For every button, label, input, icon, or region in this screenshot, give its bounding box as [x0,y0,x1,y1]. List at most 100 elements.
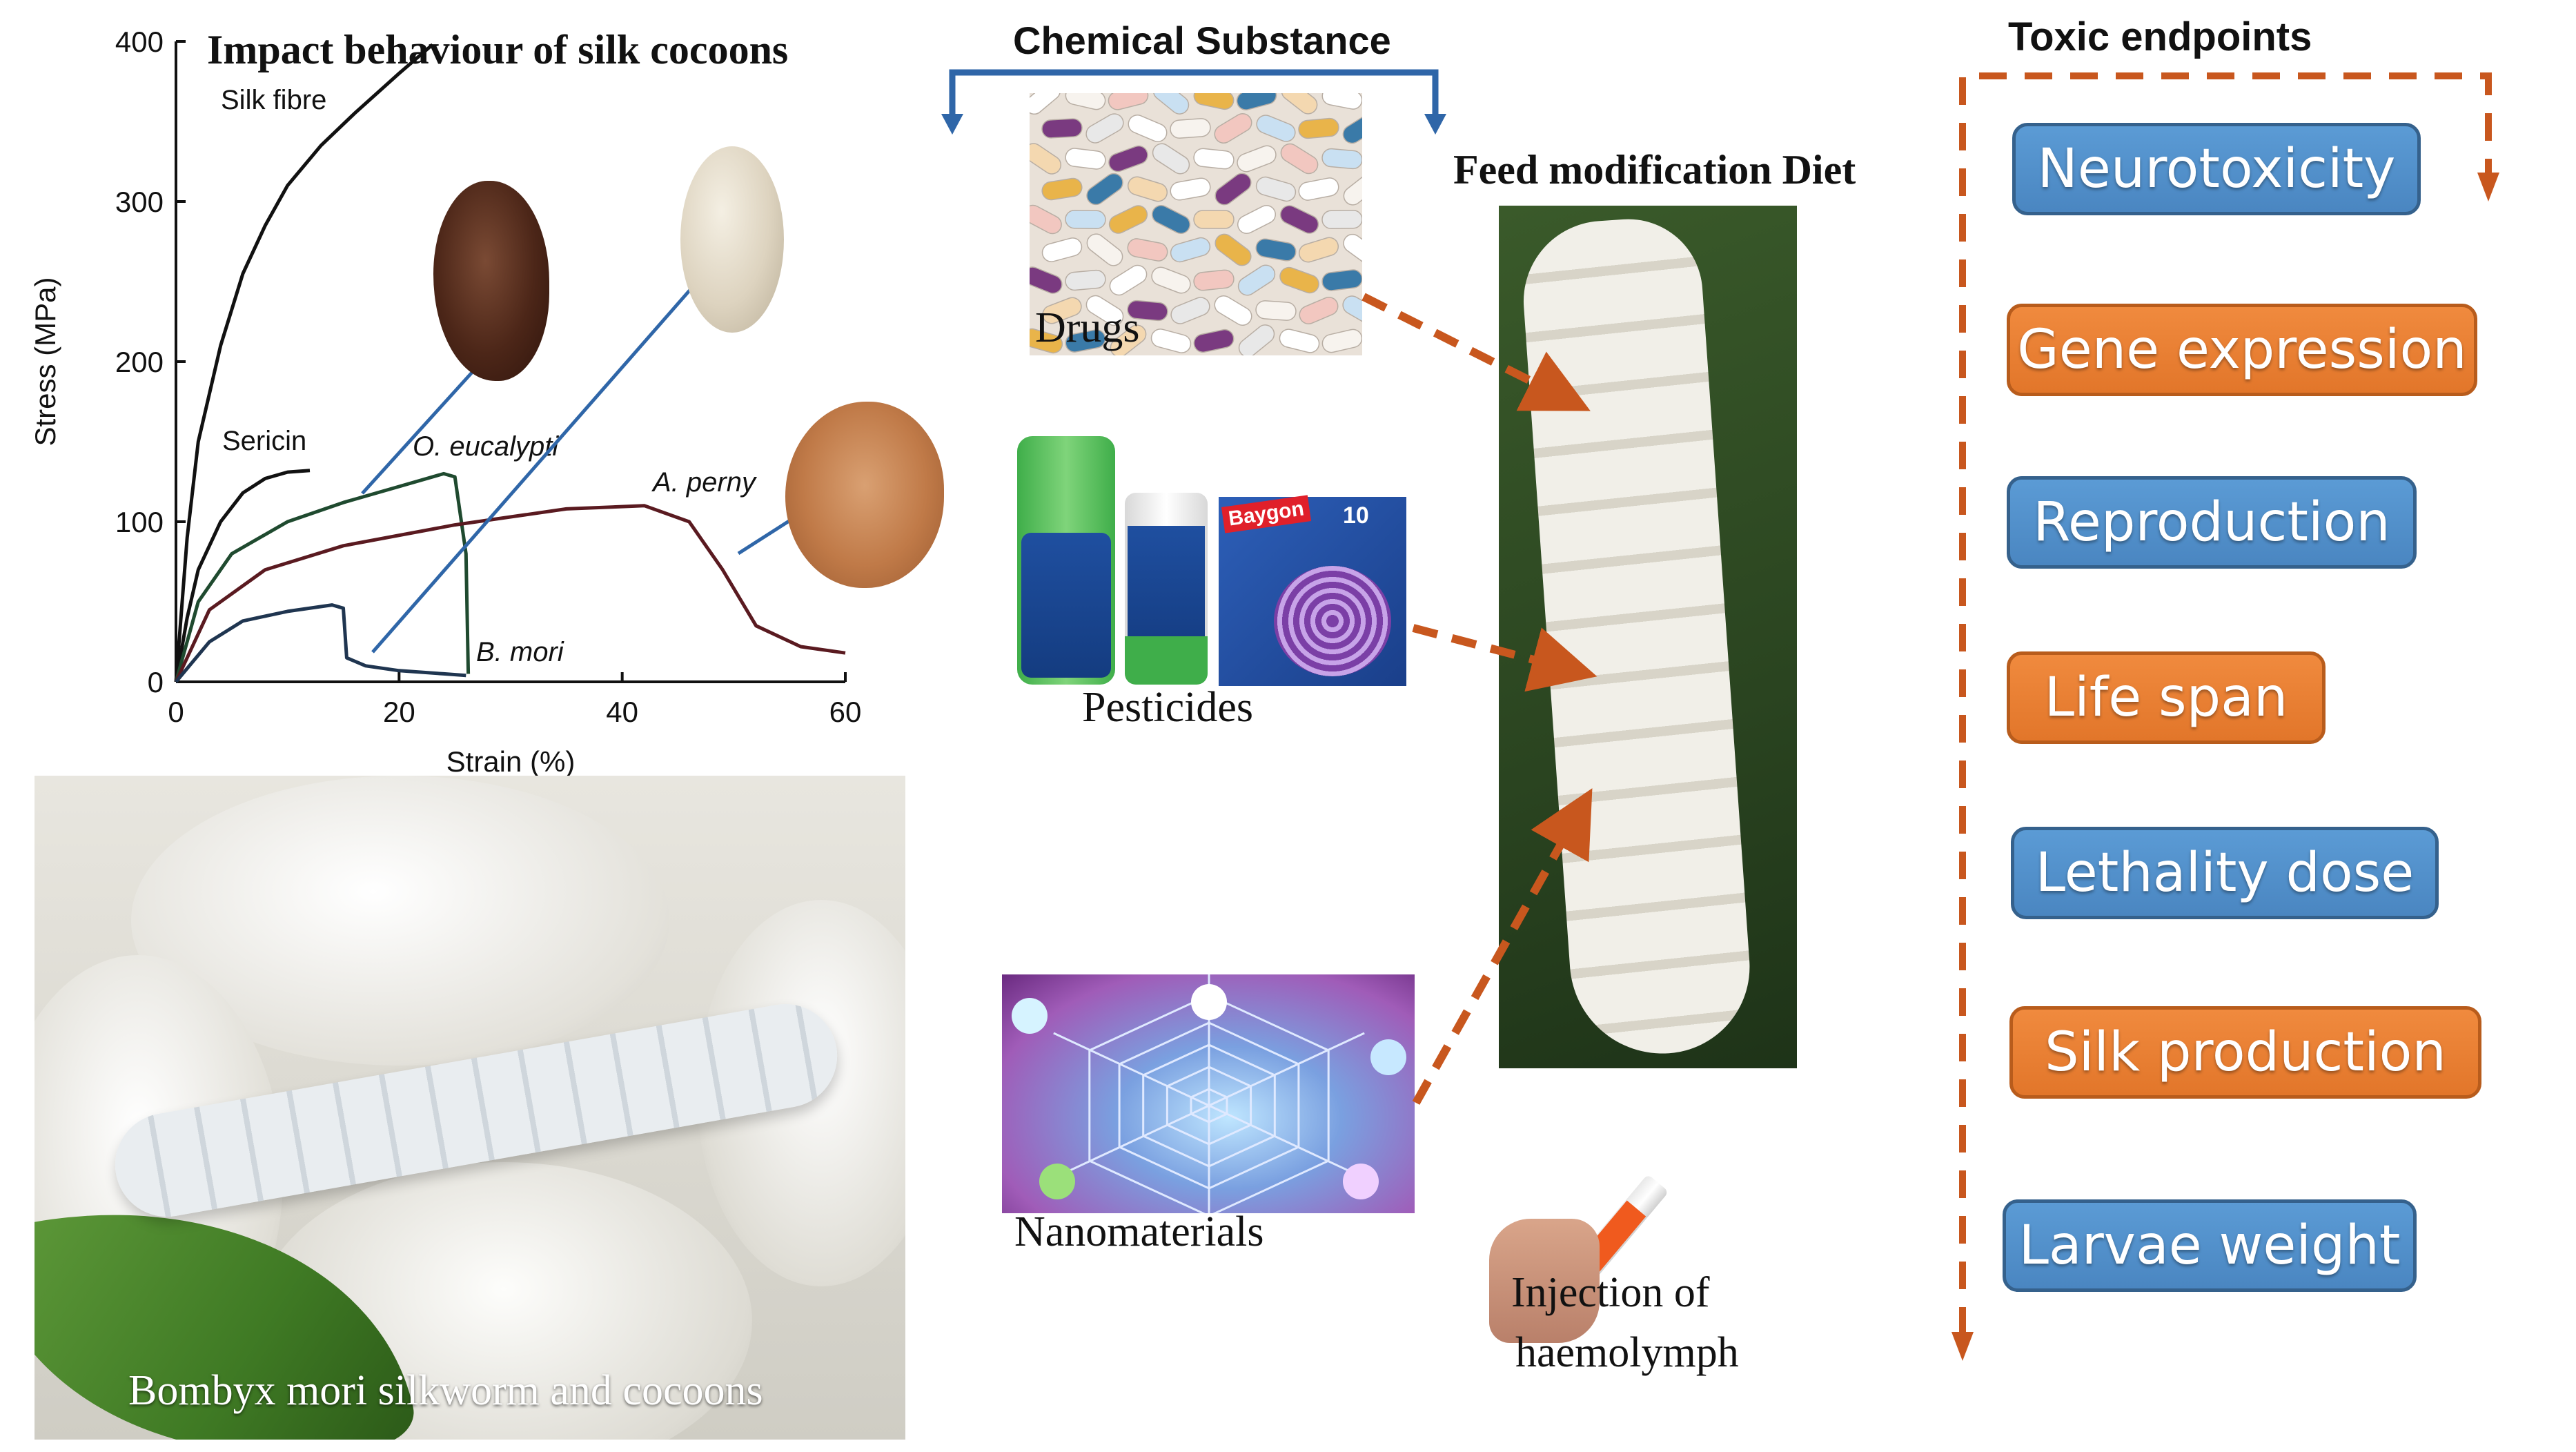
series-line-b-mori [175,603,466,683]
endpoint-neurotoxicity: Neurotoxicity [2012,123,2421,215]
pill-icon [1170,118,1211,139]
hand-icon [1489,1219,1600,1343]
pill-icon [1193,93,1235,110]
pill-icon [1321,328,1362,353]
baygon-number: 10 [1343,502,1369,529]
chart-title: Impact behaviour of silk cocoons [207,27,789,72]
pill-icon [1255,300,1297,321]
pill-icon [1215,173,1252,206]
drugs-image [1030,93,1362,355]
pill-icon [1065,209,1106,230]
pill-icon [1030,143,1062,175]
pill-icon [1193,148,1235,170]
atom-icon [1343,1164,1379,1199]
nanomaterials-caption: Nanomaterials [1014,1208,1264,1255]
series-label: A. perny [651,467,758,498]
pill-icon [1255,238,1297,262]
lattice-spoke [1053,1104,1210,1179]
pill-icon [1298,237,1339,263]
drugs-caption: Drugs [1035,304,1140,351]
pill-icon [1030,266,1063,294]
pill-icon [1321,93,1362,110]
pill-icon [1298,117,1339,139]
pill-icon [1321,269,1362,291]
pill-icon [1279,266,1319,294]
bombyx-caption: Bombyx mori silkworm and cocoons [128,1367,763,1414]
series-label: Silk fibre [221,85,326,115]
pill-icon [1215,233,1252,266]
pill-icon [1279,205,1319,234]
chemical-substance-header: Chemical Substance [1013,19,1391,62]
y-tick-label: 200 [115,346,164,378]
chemical-substance-bracket-arrow [941,69,1446,135]
pill-icon [1214,295,1252,326]
pill-icon [1321,148,1362,170]
series-line-o-eucalypti [174,471,471,683]
atom-icon [1039,1164,1075,1199]
y-axis-label: Stress (MPa) [29,277,61,446]
lattice-spoke [1208,1104,1365,1179]
pill-icon [1041,237,1083,262]
pill-icon [1065,148,1106,170]
pill-icon [1170,177,1211,201]
lattice-spoke [1208,1032,1365,1107]
pill-icon [1237,204,1277,235]
atom-icon [1012,998,1048,1034]
pill-icon [1193,328,1235,353]
pill-icon [1299,296,1339,325]
pesticides-caption: Pesticides [1082,684,1253,731]
toxic-endpoints-header: Toxic endpoints [2008,14,2312,59]
pill-icon [1170,237,1211,263]
injection-caption-line2: haemolymph [1515,1329,1739,1376]
pill-icon [1193,210,1235,229]
repellent-can-label [1021,533,1111,678]
pill-icon [1065,269,1106,291]
pill-icon [1150,328,1192,353]
series-label: B. mori [476,637,564,667]
pill-icon [1127,238,1168,262]
pill-icon [1085,295,1124,326]
pill-icon [1342,112,1362,144]
pill-icon [1170,297,1210,324]
atom-icon [1191,984,1227,1020]
endpoint-silk-production: Silk production [2009,1006,2481,1099]
pill-icon [1152,143,1190,175]
injection-image [1488,1081,1736,1350]
nanomaterials-image [1002,974,1415,1213]
repellent-stick-base [1125,636,1208,685]
pill-icon [1281,93,1318,115]
pill-icon [1085,113,1124,144]
y-tick-label: 300 [115,186,164,218]
pill-icon [1343,233,1362,266]
injection-caption-line1: Injection of [1511,1269,1710,1316]
pill-icon [1127,300,1168,322]
pill-icon [1030,204,1062,235]
endpoint-gene-expression: Gene expression [2007,304,2477,396]
pill-icon [1151,266,1191,294]
y-tick-label: 100 [115,506,164,538]
cocoon-connector-line [361,359,484,495]
pill-icon [1321,209,1362,230]
pill-icon [1127,176,1168,202]
pill-icon [1236,93,1277,110]
pill-icon [1110,324,1147,355]
pill-icon [1237,145,1277,173]
pill-icon [1109,264,1148,296]
coil-box: Baygon 10 [1219,495,1406,686]
x-tick-label: 20 [383,696,415,728]
y-tick-label: 0 [148,666,164,698]
pill-icon [1279,328,1320,353]
feed-modification-label: Feed modification Diet [1453,147,1856,193]
pill-icon [1151,204,1191,235]
x-axis-label: Strain (%) [446,745,576,778]
pill-icon [1065,329,1106,353]
pill-icon [1086,173,1123,206]
pesticides-image: Baygon 10 [1009,429,1409,691]
x-tick-label: 40 [606,696,638,728]
pill-icon [1152,93,1190,115]
repellent-stick-label [1128,526,1205,636]
x-tick-label: 0 [168,696,184,728]
pill-icon [1108,205,1148,234]
dark-cocoon-image [433,181,549,381]
